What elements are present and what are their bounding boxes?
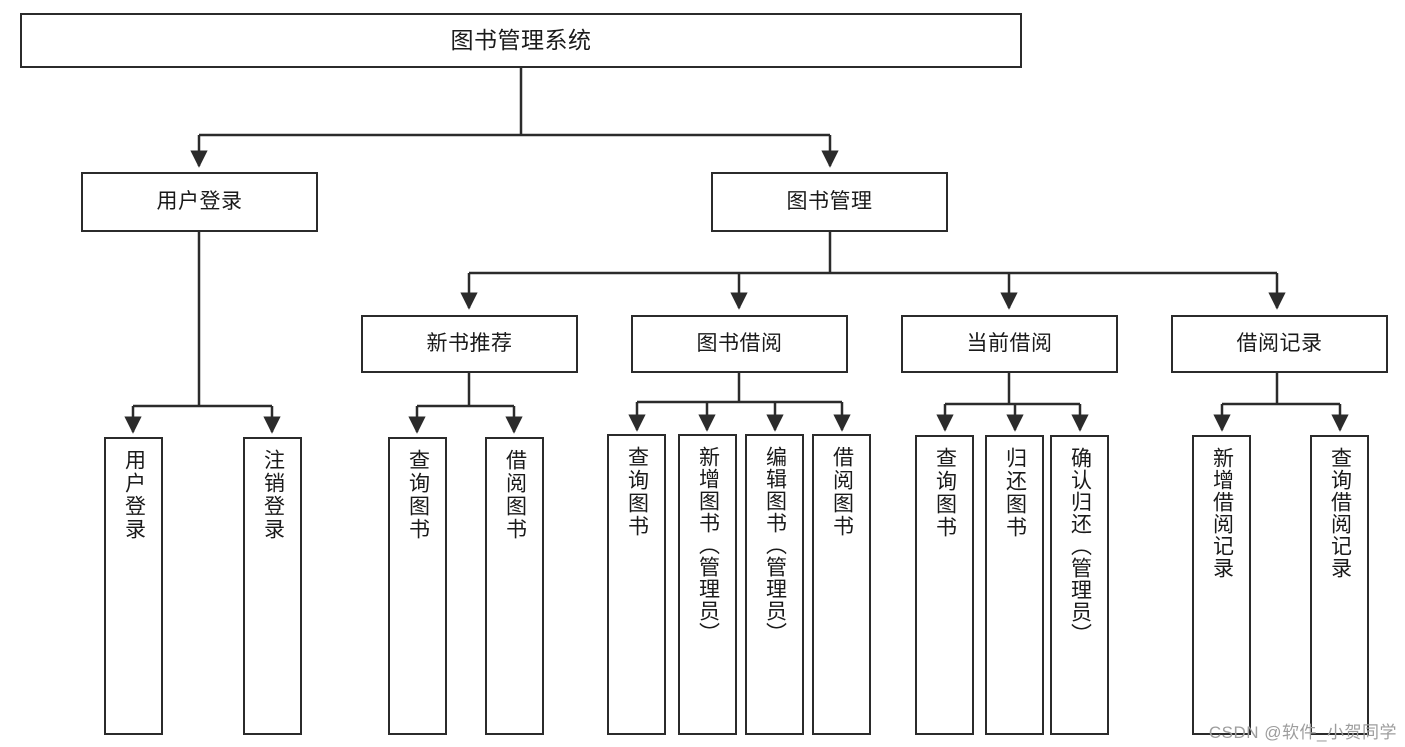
node-label: 查询图书 xyxy=(933,447,957,539)
node-label: 当前借阅 xyxy=(966,331,1053,355)
node-label: 图书借阅 xyxy=(696,331,783,355)
node-label: 注销登录 xyxy=(261,449,285,541)
node-label: 查询图书 xyxy=(406,449,430,541)
leaf-book-borrow-edit-book-admin[interactable]: 编辑图书（管理员） xyxy=(745,434,804,735)
node-label: 确认归还（管理员） xyxy=(1068,447,1092,645)
node-label: 新增图书（管理员） xyxy=(696,446,720,644)
leaf-borrow-record-query-record[interactable]: 查询借阅记录 xyxy=(1310,435,1369,735)
node-label: 编辑图书（管理员） xyxy=(763,446,787,644)
node-current-borrow[interactable]: 当前借阅 xyxy=(901,315,1118,373)
node-user-login[interactable]: 用户登录 xyxy=(81,172,318,232)
node-label: 新增借阅记录 xyxy=(1210,447,1234,579)
node-book-management[interactable]: 图书管理 xyxy=(711,172,948,232)
node-new-book-recommend[interactable]: 新书推荐 xyxy=(361,315,578,373)
node-book-borrow[interactable]: 图书借阅 xyxy=(631,315,848,373)
node-label: 借阅图书 xyxy=(503,449,527,541)
leaf-current-borrow-return-book[interactable]: 归还图书 xyxy=(985,435,1044,735)
leaf-book-borrow-borrow-book[interactable]: 借阅图书 xyxy=(812,434,871,735)
node-root-book-management-system[interactable]: 图书管理系统 xyxy=(20,13,1022,68)
leaf-borrow-record-add-record[interactable]: 新增借阅记录 xyxy=(1192,435,1251,735)
node-label: 借阅记录 xyxy=(1236,331,1323,355)
node-label: 借阅图书 xyxy=(830,446,854,538)
leaf-user-login-login[interactable]: 用户登录 xyxy=(104,437,163,735)
node-label: 用户登录 xyxy=(156,189,243,213)
node-label: 图书管理系统 xyxy=(450,26,592,53)
node-label: 查询图书 xyxy=(625,446,649,538)
leaf-book-borrow-query-book[interactable]: 查询图书 xyxy=(607,434,666,735)
leaf-new-book-borrow-book[interactable]: 借阅图书 xyxy=(485,437,544,735)
node-label: 图书管理 xyxy=(786,189,873,213)
leaf-user-login-logout[interactable]: 注销登录 xyxy=(243,437,302,735)
leaf-current-borrow-confirm-return-admin[interactable]: 确认归还（管理员） xyxy=(1050,435,1109,735)
node-label: 新书推荐 xyxy=(426,331,513,355)
node-label: 归还图书 xyxy=(1003,447,1027,539)
leaf-current-borrow-query-book[interactable]: 查询图书 xyxy=(915,435,974,735)
leaf-new-book-query-book[interactable]: 查询图书 xyxy=(388,437,447,735)
node-borrow-record[interactable]: 借阅记录 xyxy=(1171,315,1388,373)
node-label: 用户登录 xyxy=(122,449,146,541)
leaf-book-borrow-add-book-admin[interactable]: 新增图书（管理员） xyxy=(678,434,737,735)
node-label: 查询借阅记录 xyxy=(1328,447,1352,579)
csdn-watermark: CSDN @软件_小贺同学 xyxy=(1208,723,1397,742)
